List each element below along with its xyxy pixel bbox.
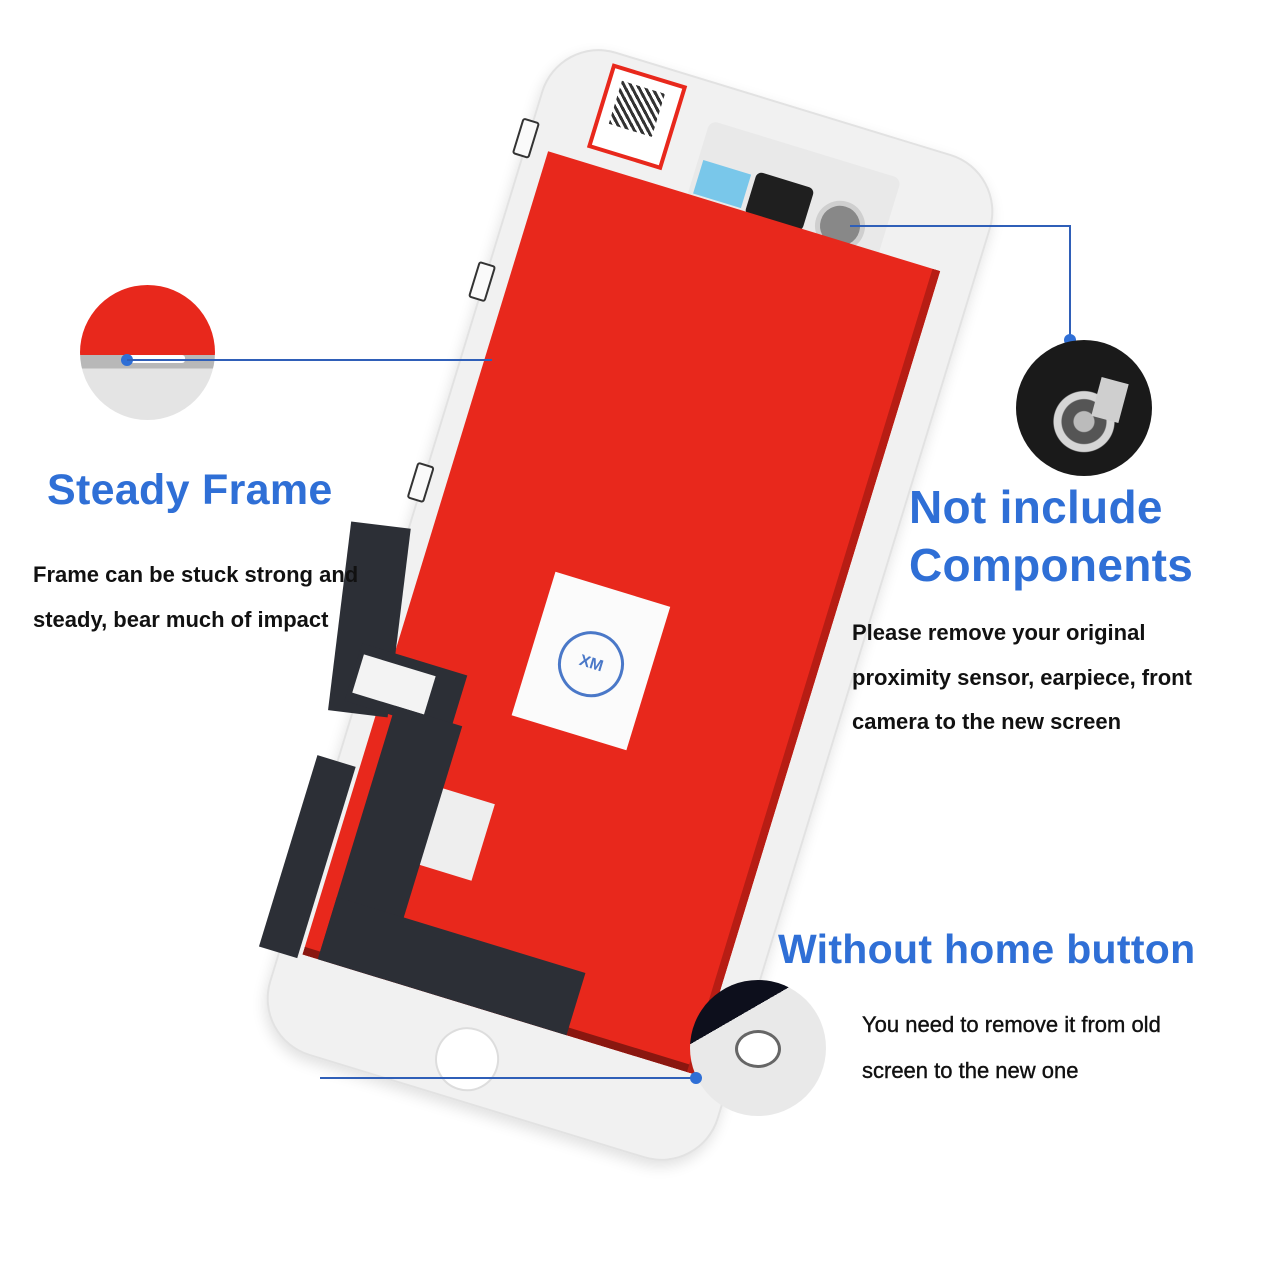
- heading-not-include-line-2: Components: [909, 539, 1194, 591]
- home-button-desc-line-2: screen to the new one: [862, 1058, 1079, 1083]
- camera-closeup-circle: [1016, 340, 1152, 476]
- metal-bracket-icon: [1091, 377, 1129, 423]
- home-hole-icon: [735, 1030, 781, 1068]
- callout-line-home-button: [320, 1077, 695, 1079]
- callout-line-components-h: [850, 225, 1070, 227]
- frame-closeup-circle: [80, 285, 215, 420]
- heading-without-home-button: Without home button: [778, 926, 1196, 972]
- components-desc-line-2: proximity sensor, earpiece, front: [852, 665, 1192, 690]
- callout-line-components-v: [1069, 225, 1071, 340]
- heading-not-include-line-1: Not include: [909, 481, 1163, 533]
- callout-dot: [690, 1072, 702, 1084]
- callout-line-steady-frame: [127, 359, 492, 361]
- quality-sticker: XM: [511, 571, 671, 751]
- stamp-logo: XM: [549, 622, 633, 706]
- steady-frame-desc-line-2: steady, bear much of impact: [33, 607, 329, 632]
- qr-code-icon: [608, 80, 665, 137]
- home-hole-closeup-circle: [690, 980, 826, 1116]
- heading-steady-frame: Steady Frame: [47, 466, 333, 514]
- components-desc-line-1: Please remove your original: [852, 620, 1146, 645]
- lcd-assembly-image: XM: [251, 34, 1009, 1176]
- components-desc-line-3: camera to the new screen: [852, 709, 1122, 734]
- home-button-desc-line-1: You need to remove it from old: [862, 1012, 1161, 1037]
- steady-frame-desc-line-1: Frame can be stuck strong and: [33, 562, 359, 587]
